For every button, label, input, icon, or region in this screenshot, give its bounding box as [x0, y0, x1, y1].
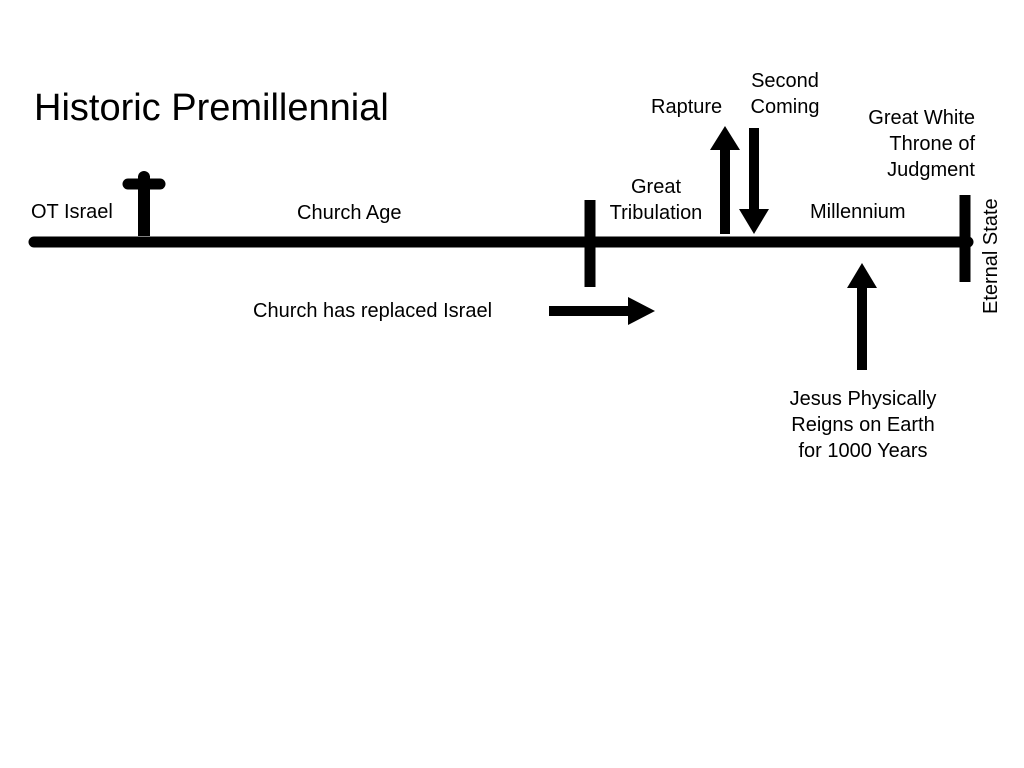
- millennium-up-arrow-icon: [847, 263, 877, 370]
- cross-icon: [122, 171, 166, 236]
- great-tribulation-line-2: Tribulation: [609, 202, 703, 224]
- church-replaced-arrow-icon: [549, 297, 655, 325]
- great-white-line-3: Judgment: [887, 159, 975, 181]
- second-coming-line-2: Coming: [750, 96, 820, 118]
- church-age-label: Church Age: [297, 202, 402, 224]
- jesus-reigns-line-3: for 1000 Years: [798, 440, 928, 462]
- great-white-line-1: Great White: [868, 107, 975, 129]
- second-coming-line-1: Second: [751, 70, 819, 92]
- eternal-state-label: Eternal State: [980, 198, 1002, 314]
- jesus-reigns-label: Jesus Physically Reigns on Earth for 100…: [766, 386, 960, 464]
- rapture-label: Rapture: [651, 96, 723, 118]
- great-tribulation-line-1: Great: [630, 176, 682, 198]
- second-coming-label: Second Coming: [738, 68, 832, 120]
- church-replaced-label: Church has replaced Israel: [253, 300, 493, 322]
- great-white-line-2: Throne of: [889, 133, 975, 155]
- rapture-up-arrow-icon: [710, 126, 740, 234]
- second-coming-down-arrow-icon: [739, 128, 769, 234]
- jesus-reigns-line-2: Reigns on Earth: [791, 414, 935, 436]
- ot-israel-label: OT Israel: [31, 201, 113, 223]
- great-tribulation-label: Great Tribulation: [597, 174, 715, 226]
- jesus-reigns-line-1: Jesus Physically: [789, 388, 937, 410]
- millennium-label: Millennium: [810, 201, 906, 223]
- page-title: Historic Premillennial: [34, 87, 389, 129]
- great-white-throne-label: Great White Throne of Judgment: [836, 105, 975, 183]
